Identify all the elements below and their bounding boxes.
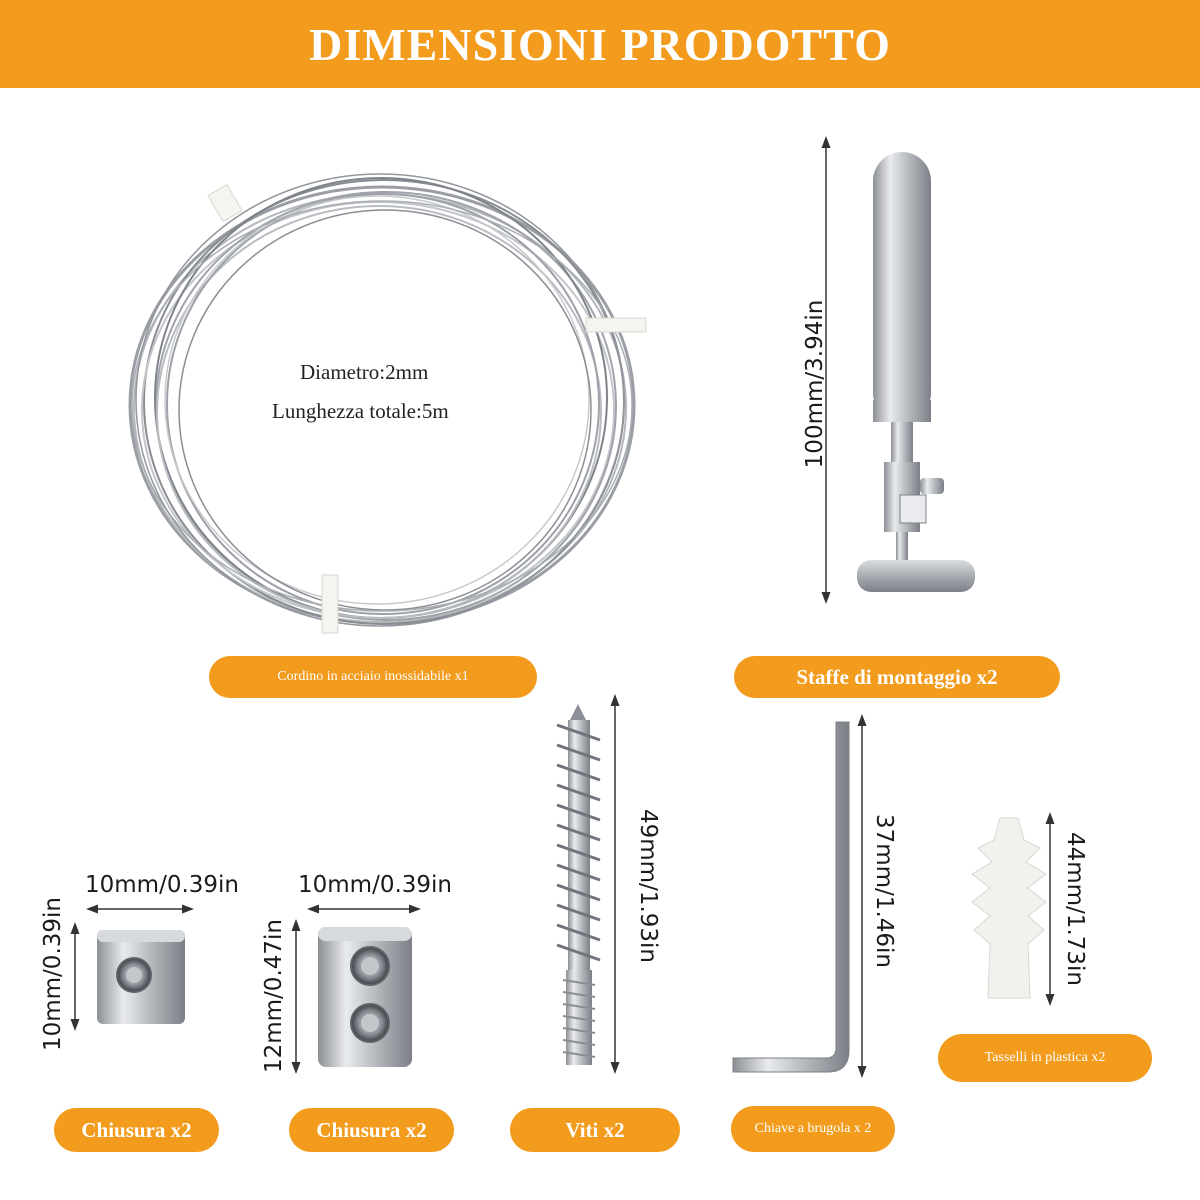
anchor-dimension: 44mm/1.73in xyxy=(1062,831,1088,986)
clamp-double-image xyxy=(318,927,412,1067)
clamp-single-label: Chiusura x2 xyxy=(54,1108,219,1152)
clamp-single-width: 10mm/0.39in xyxy=(85,872,240,898)
anchor-image xyxy=(971,817,1047,999)
clamp-double-label: Chiusura x2 xyxy=(289,1108,454,1152)
hex-key-image xyxy=(732,721,850,1073)
bracket-dimension: 100mm/3.94in xyxy=(802,299,828,469)
clamp-double-width: 10mm/0.39in xyxy=(298,872,453,898)
header-banner: DIMENSIONI PRODOTTO xyxy=(0,0,1200,88)
bracket-image xyxy=(857,152,975,592)
hex-key-label: Chiave a brugola x 2 xyxy=(731,1106,895,1152)
cable-coil-image xyxy=(128,173,647,634)
hex-key-dimension: 37mm/1.46in xyxy=(871,813,897,968)
clamp-single-height: 10mm/0.39in xyxy=(40,897,66,1052)
cable-label: Cordino in acciaio inossidabile x1 xyxy=(209,656,537,698)
clamp-double-height: 12mm/0.47in xyxy=(261,919,287,1074)
page-title: DIMENSIONI PRODOTTO xyxy=(309,18,891,70)
screw-image xyxy=(556,704,601,1065)
cable-diameter: Diametro:2mm xyxy=(300,360,429,384)
screw-label: Viti x2 xyxy=(510,1108,680,1152)
clamp-single-image xyxy=(97,930,185,1024)
screw-dimension: 49mm/1.93in xyxy=(635,808,661,963)
cable-length: Lunghezza totale:5m xyxy=(272,399,449,423)
bracket-label: Staffe di montaggio x2 xyxy=(734,656,1060,698)
anchor-label: Tasselli in plastica x2 xyxy=(938,1034,1152,1082)
